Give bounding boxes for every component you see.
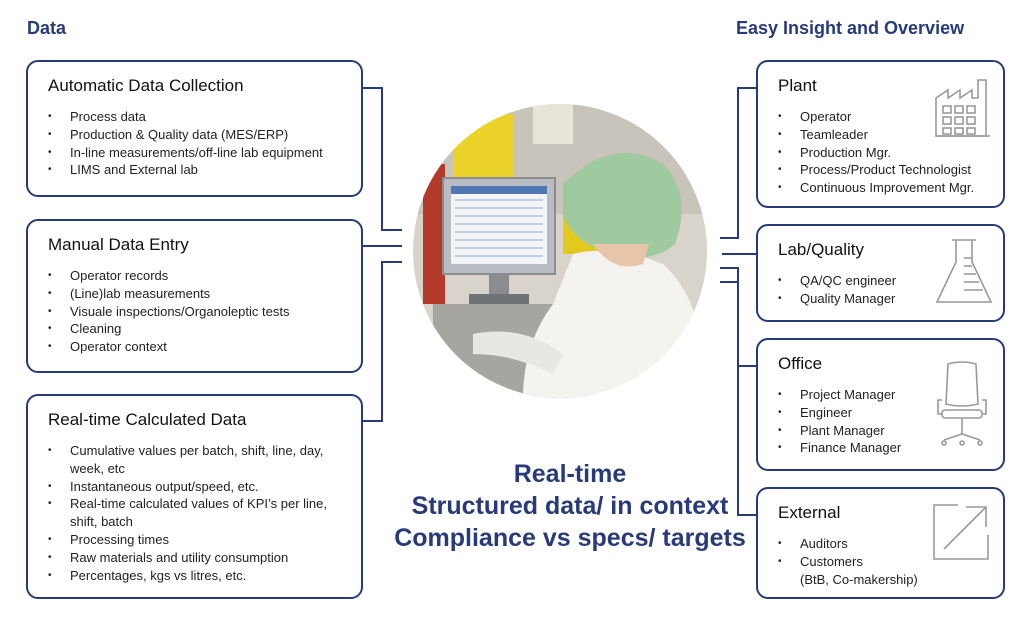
list-item: Operator context bbox=[48, 338, 289, 356]
box-title: Plant bbox=[778, 76, 817, 95]
list-item: (Line)lab measurements bbox=[48, 285, 289, 303]
list-item: Percentages, kgs vs litres, etc. bbox=[48, 567, 327, 585]
list-item: Production Mgr. bbox=[778, 144, 974, 162]
item-list: Operator Teamleader Production Mgr. Proc… bbox=[778, 108, 974, 197]
list-item: Teamleader bbox=[778, 126, 974, 144]
list-item: Customers bbox=[778, 553, 918, 571]
item-list: Project Manager Engineer Plant Manager F… bbox=[778, 386, 901, 457]
item-list: QA/QC engineer Quality Manager bbox=[778, 272, 896, 308]
real-time-calculated-data-box: Real-time Calculated Data Cumulative val… bbox=[26, 394, 363, 599]
list-item: Auditors bbox=[778, 535, 918, 553]
list-item: LIMS and External lab bbox=[48, 161, 323, 179]
list-item: Process/Product Technologist bbox=[778, 161, 974, 179]
item-list: Process data Production & Quality data (… bbox=[48, 108, 323, 179]
list-item: Cleaning bbox=[48, 320, 289, 338]
data-column-title: Data bbox=[27, 18, 67, 38]
list-item: Production & Quality data (MES/ERP) bbox=[48, 126, 323, 144]
office-box: Office Project Manager Engineer Plant Ma… bbox=[756, 338, 1005, 471]
list-item: Continuous Improvement Mgr. bbox=[778, 179, 974, 197]
box-title: Automatic Data Collection bbox=[48, 76, 244, 95]
operator-at-computer-photo bbox=[413, 104, 707, 398]
automatic-data-collection-box: Automatic Data Collection Process data P… bbox=[26, 60, 363, 197]
external-link-icon bbox=[933, 504, 989, 560]
headline-structured-data: Structured data/ in context bbox=[411, 492, 729, 520]
list-item: In-line measurements/off-line lab equipm… bbox=[48, 144, 323, 162]
photo-illustration bbox=[413, 104, 707, 398]
list-item: Instantaneous output/speed, etc. bbox=[48, 478, 327, 496]
office-chair-icon bbox=[937, 361, 987, 446]
list-item-continuation: week, etc bbox=[70, 460, 125, 476]
box-title: Manual Data Entry bbox=[48, 235, 189, 254]
list-item: Plant Manager bbox=[778, 422, 901, 440]
list-item: Processing times bbox=[48, 531, 327, 549]
list-item: Raw materials and utility consumption bbox=[48, 549, 327, 567]
list-item: Finance Manager bbox=[778, 439, 901, 457]
headline-compliance: Compliance vs specs/ targets bbox=[394, 524, 746, 552]
box-title: External bbox=[778, 503, 841, 522]
insight-column-title: Easy Insight and Overview bbox=[736, 18, 965, 38]
box-title: Lab/Quality bbox=[778, 240, 864, 259]
item-list: Operator records (Line)lab measurements … bbox=[48, 267, 289, 356]
lab-quality-box: Lab/Quality QA/QC engineer Quality Manag… bbox=[756, 224, 1005, 322]
item-list: Auditors Customers (BtB, Co-makership) bbox=[778, 535, 918, 588]
external-box: External Auditors Customers (BtB, Co-mak… bbox=[756, 487, 1005, 599]
list-item: Project Manager bbox=[778, 386, 901, 404]
headline-real-time: Real-time bbox=[513, 460, 627, 488]
list-item: Real-time calculated values of KPI’s per… bbox=[48, 495, 327, 513]
list-item: Operator bbox=[778, 108, 974, 126]
list-item: Process data bbox=[48, 108, 323, 126]
list-item: Cumulative values per batch, shift, line… bbox=[48, 442, 327, 460]
list-item: Engineer bbox=[778, 404, 901, 422]
list-item: Quality Manager bbox=[778, 290, 896, 308]
list-item-continuation: shift, batch bbox=[70, 514, 133, 530]
box-title: Real-time Calculated Data bbox=[48, 410, 247, 429]
list-item: QA/QC engineer bbox=[778, 272, 896, 290]
list-item: Operator records bbox=[48, 267, 289, 285]
list-item-continuation: (BtB, Co-makership) bbox=[800, 571, 918, 587]
flask-icon bbox=[935, 239, 993, 303]
box-title: Office bbox=[778, 354, 823, 373]
plant-box: Plant Operator Teamleader Production Mgr… bbox=[756, 60, 1005, 208]
factory-icon bbox=[935, 79, 990, 137]
list-item: Visuale inspections/Organoleptic tests bbox=[48, 303, 289, 321]
manual-data-entry-box: Manual Data Entry Operator records (Line… bbox=[26, 219, 363, 373]
item-list: Cumulative values per batch, shift, line… bbox=[48, 442, 327, 584]
